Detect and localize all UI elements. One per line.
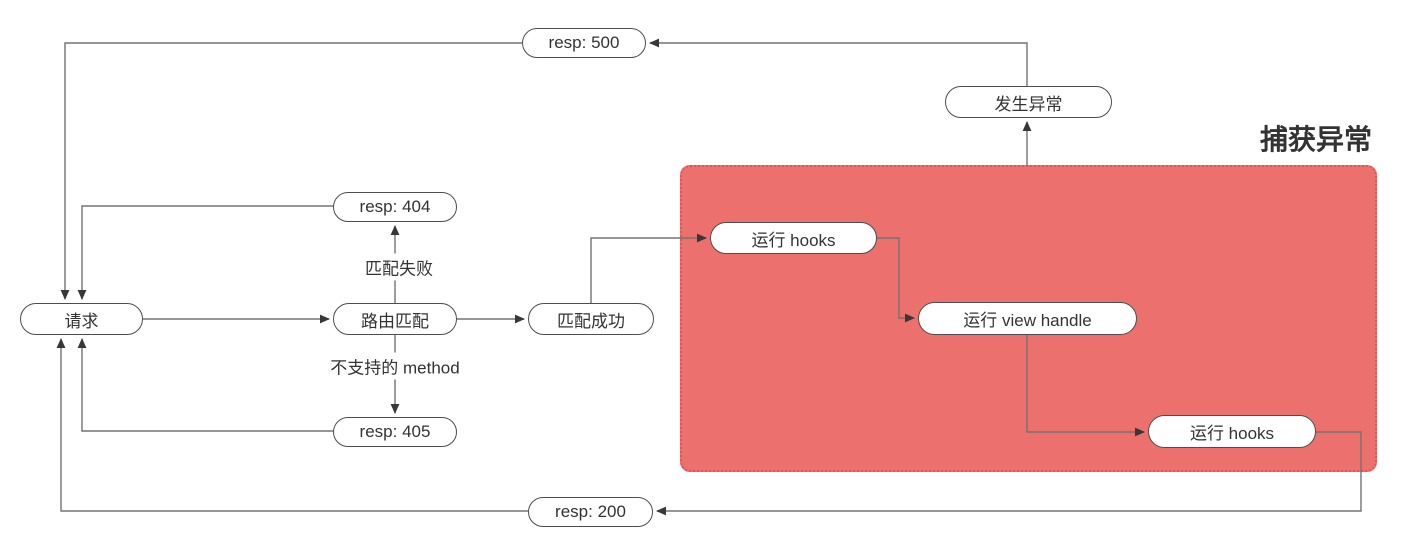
node-request[interactable]: 请求 bbox=[20, 303, 143, 335]
node-resp-500[interactable]: resp: 500 bbox=[522, 28, 646, 58]
node-resp-200[interactable]: resp: 200 bbox=[528, 497, 653, 527]
node-resp-404[interactable]: resp: 404 bbox=[333, 192, 457, 222]
edge-resp500-to-request bbox=[60, 42, 522, 300]
edge-exception-to-resp500 bbox=[649, 38, 1028, 86]
node-exception[interactable]: 发生异常 bbox=[945, 86, 1112, 118]
edge-resp404-to-request bbox=[77, 205, 333, 300]
node-route-match[interactable]: 路由匹配 bbox=[333, 303, 457, 335]
edge-runhooks1-to-runviewhandle bbox=[877, 237, 915, 323]
node-match-success[interactable]: 匹配成功 bbox=[528, 303, 654, 335]
node-resp-405[interactable]: resp: 405 bbox=[333, 417, 457, 447]
node-run-view-handle[interactable]: 运行 view handle bbox=[918, 302, 1137, 335]
node-run-hooks-2[interactable]: 运行 hooks bbox=[1148, 415, 1316, 448]
edge-runhooks2-to-resp200 bbox=[656, 431, 1362, 516]
edge-matchsuccess-to-runhooks1 bbox=[590, 233, 707, 303]
edge-runviewhandle-to-runhooks2 bbox=[1026, 335, 1145, 437]
catch-exception-title: 捕获异常 bbox=[1259, 124, 1372, 155]
edge-resp200-to-request bbox=[56, 338, 528, 512]
edge-label-match-fail: 匹配失败 bbox=[362, 253, 436, 281]
edge-resp405-to-request bbox=[77, 338, 333, 432]
edge-label-unsupported-method: 不支持的 method bbox=[327, 352, 463, 380]
node-run-hooks-1[interactable]: 运行 hooks bbox=[710, 222, 877, 254]
